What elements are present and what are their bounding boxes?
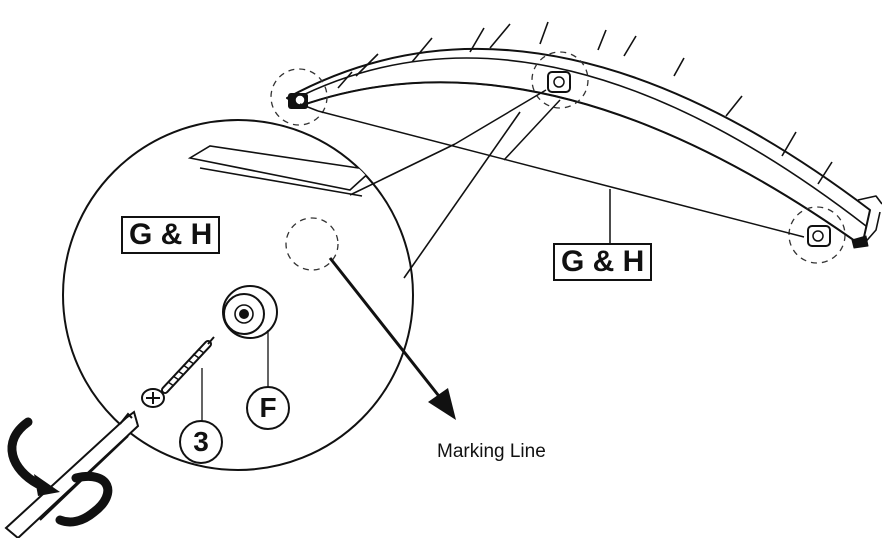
- part-callout-f: F: [246, 386, 290, 430]
- inset-detail: [62, 111, 521, 471]
- marking-arrow: [328, 257, 456, 420]
- part-label-g-h-inset: G & H: [121, 216, 221, 254]
- arch-slats: [337, 21, 833, 185]
- frame-spacer-right: [807, 225, 831, 247]
- inset-highlight-circle: [285, 217, 339, 271]
- part-label-g-h-main: G & H: [553, 243, 653, 281]
- screw-icon: [141, 336, 215, 422]
- part-callout-3: 3: [179, 420, 223, 464]
- arch-frame: [286, 21, 882, 249]
- highlight-circle-middle: [531, 51, 589, 109]
- highlight-circle-left: [270, 68, 328, 126]
- frame-spacer-middle: [547, 71, 571, 93]
- rotate-arrow-icon: [7, 417, 113, 527]
- highlight-circle-right: [788, 206, 846, 264]
- marking-line-label: Marking Line: [437, 441, 546, 462]
- spacer-icon: [222, 285, 278, 388]
- marking-line: [299, 89, 805, 243]
